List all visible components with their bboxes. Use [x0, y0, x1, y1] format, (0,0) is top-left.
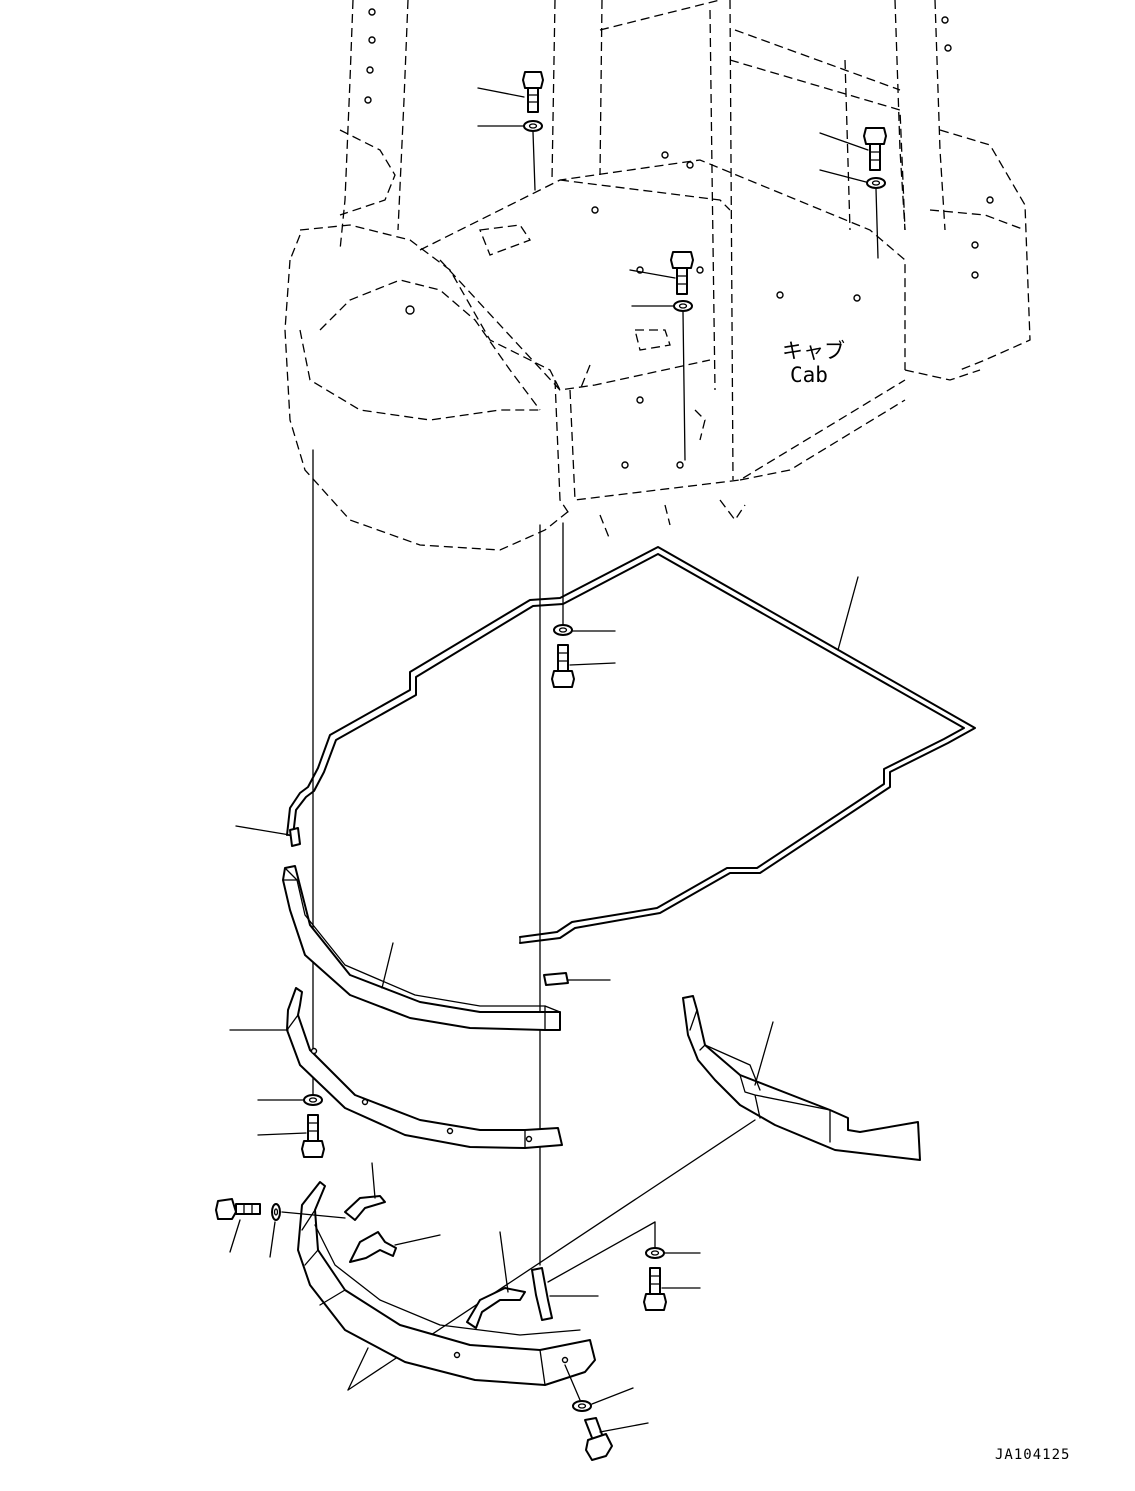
bolt-bottom-right — [643, 1267, 667, 1311]
bolt-seal — [551, 644, 575, 688]
cab-label-japanese: キャブ — [782, 339, 845, 363]
floor-seal — [286, 546, 976, 944]
leader-bracket-middle — [394, 1234, 441, 1246]
cab-holes — [364, 8, 994, 469]
axis-top-center — [532, 131, 536, 191]
bolt-bottom — [584, 1417, 613, 1461]
leader-washer-top-right — [819, 169, 867, 183]
side-cover-right — [682, 995, 921, 1161]
leader-rubber-strip-upper — [381, 942, 394, 989]
bracket-lower — [466, 1287, 526, 1329]
bolt-left — [301, 1114, 325, 1158]
washer-middle — [673, 300, 693, 312]
bracket-vertical — [531, 1267, 553, 1321]
leader-washer-horizontal — [269, 1221, 276, 1258]
axis-link — [547, 1221, 656, 1283]
axis-bottom — [564, 1364, 581, 1401]
cab-label-english: Cab — [790, 363, 828, 387]
rubber-strip-upper — [282, 865, 561, 1031]
leader-bracket-upper — [371, 1162, 376, 1199]
leader-bolt-top-right — [819, 132, 869, 151]
bolt-horizontal — [215, 1198, 261, 1220]
leader-bolt-horizontal — [229, 1219, 241, 1253]
bolt-top-right — [863, 127, 887, 171]
axis-horizontal — [281, 1211, 346, 1219]
leader-floor-seal — [837, 576, 859, 651]
bottom-skirt — [297, 1181, 596, 1386]
bracket-upper — [344, 1195, 386, 1221]
washer-top-right — [866, 177, 886, 189]
metal-strip-middle — [286, 987, 563, 1149]
leader-bolt-seal — [569, 662, 616, 666]
axis-top-right — [875, 188, 879, 259]
leader-bolt-middle — [629, 269, 676, 279]
washer-bottom — [572, 1400, 592, 1412]
leader-bolt-left — [257, 1132, 307, 1136]
leader-bottom-skirt — [347, 1347, 369, 1391]
drawing-code: JA104125 — [995, 1447, 1070, 1463]
clip-center — [543, 972, 569, 986]
washer-left — [303, 1094, 323, 1106]
leader-bracket-lower — [499, 1231, 509, 1293]
leader-bolt-bottom — [599, 1422, 649, 1433]
leader-clip-left — [235, 825, 291, 836]
washer-bottom-right — [645, 1247, 665, 1259]
washer-horizontal — [271, 1203, 281, 1221]
bolt-middle — [670, 251, 694, 295]
bracket-middle — [349, 1231, 397, 1263]
leader-side-cover-right — [754, 1021, 774, 1086]
leader-bolt-top-center — [477, 87, 525, 98]
cab-frame — [284, 0, 1031, 551]
leader-washer-bottom — [591, 1387, 634, 1405]
bolt-top-center — [522, 71, 544, 113]
washer-seal — [553, 624, 573, 636]
axis-middle — [682, 311, 686, 461]
clip-left — [289, 827, 301, 847]
washer-top-center — [523, 120, 543, 132]
